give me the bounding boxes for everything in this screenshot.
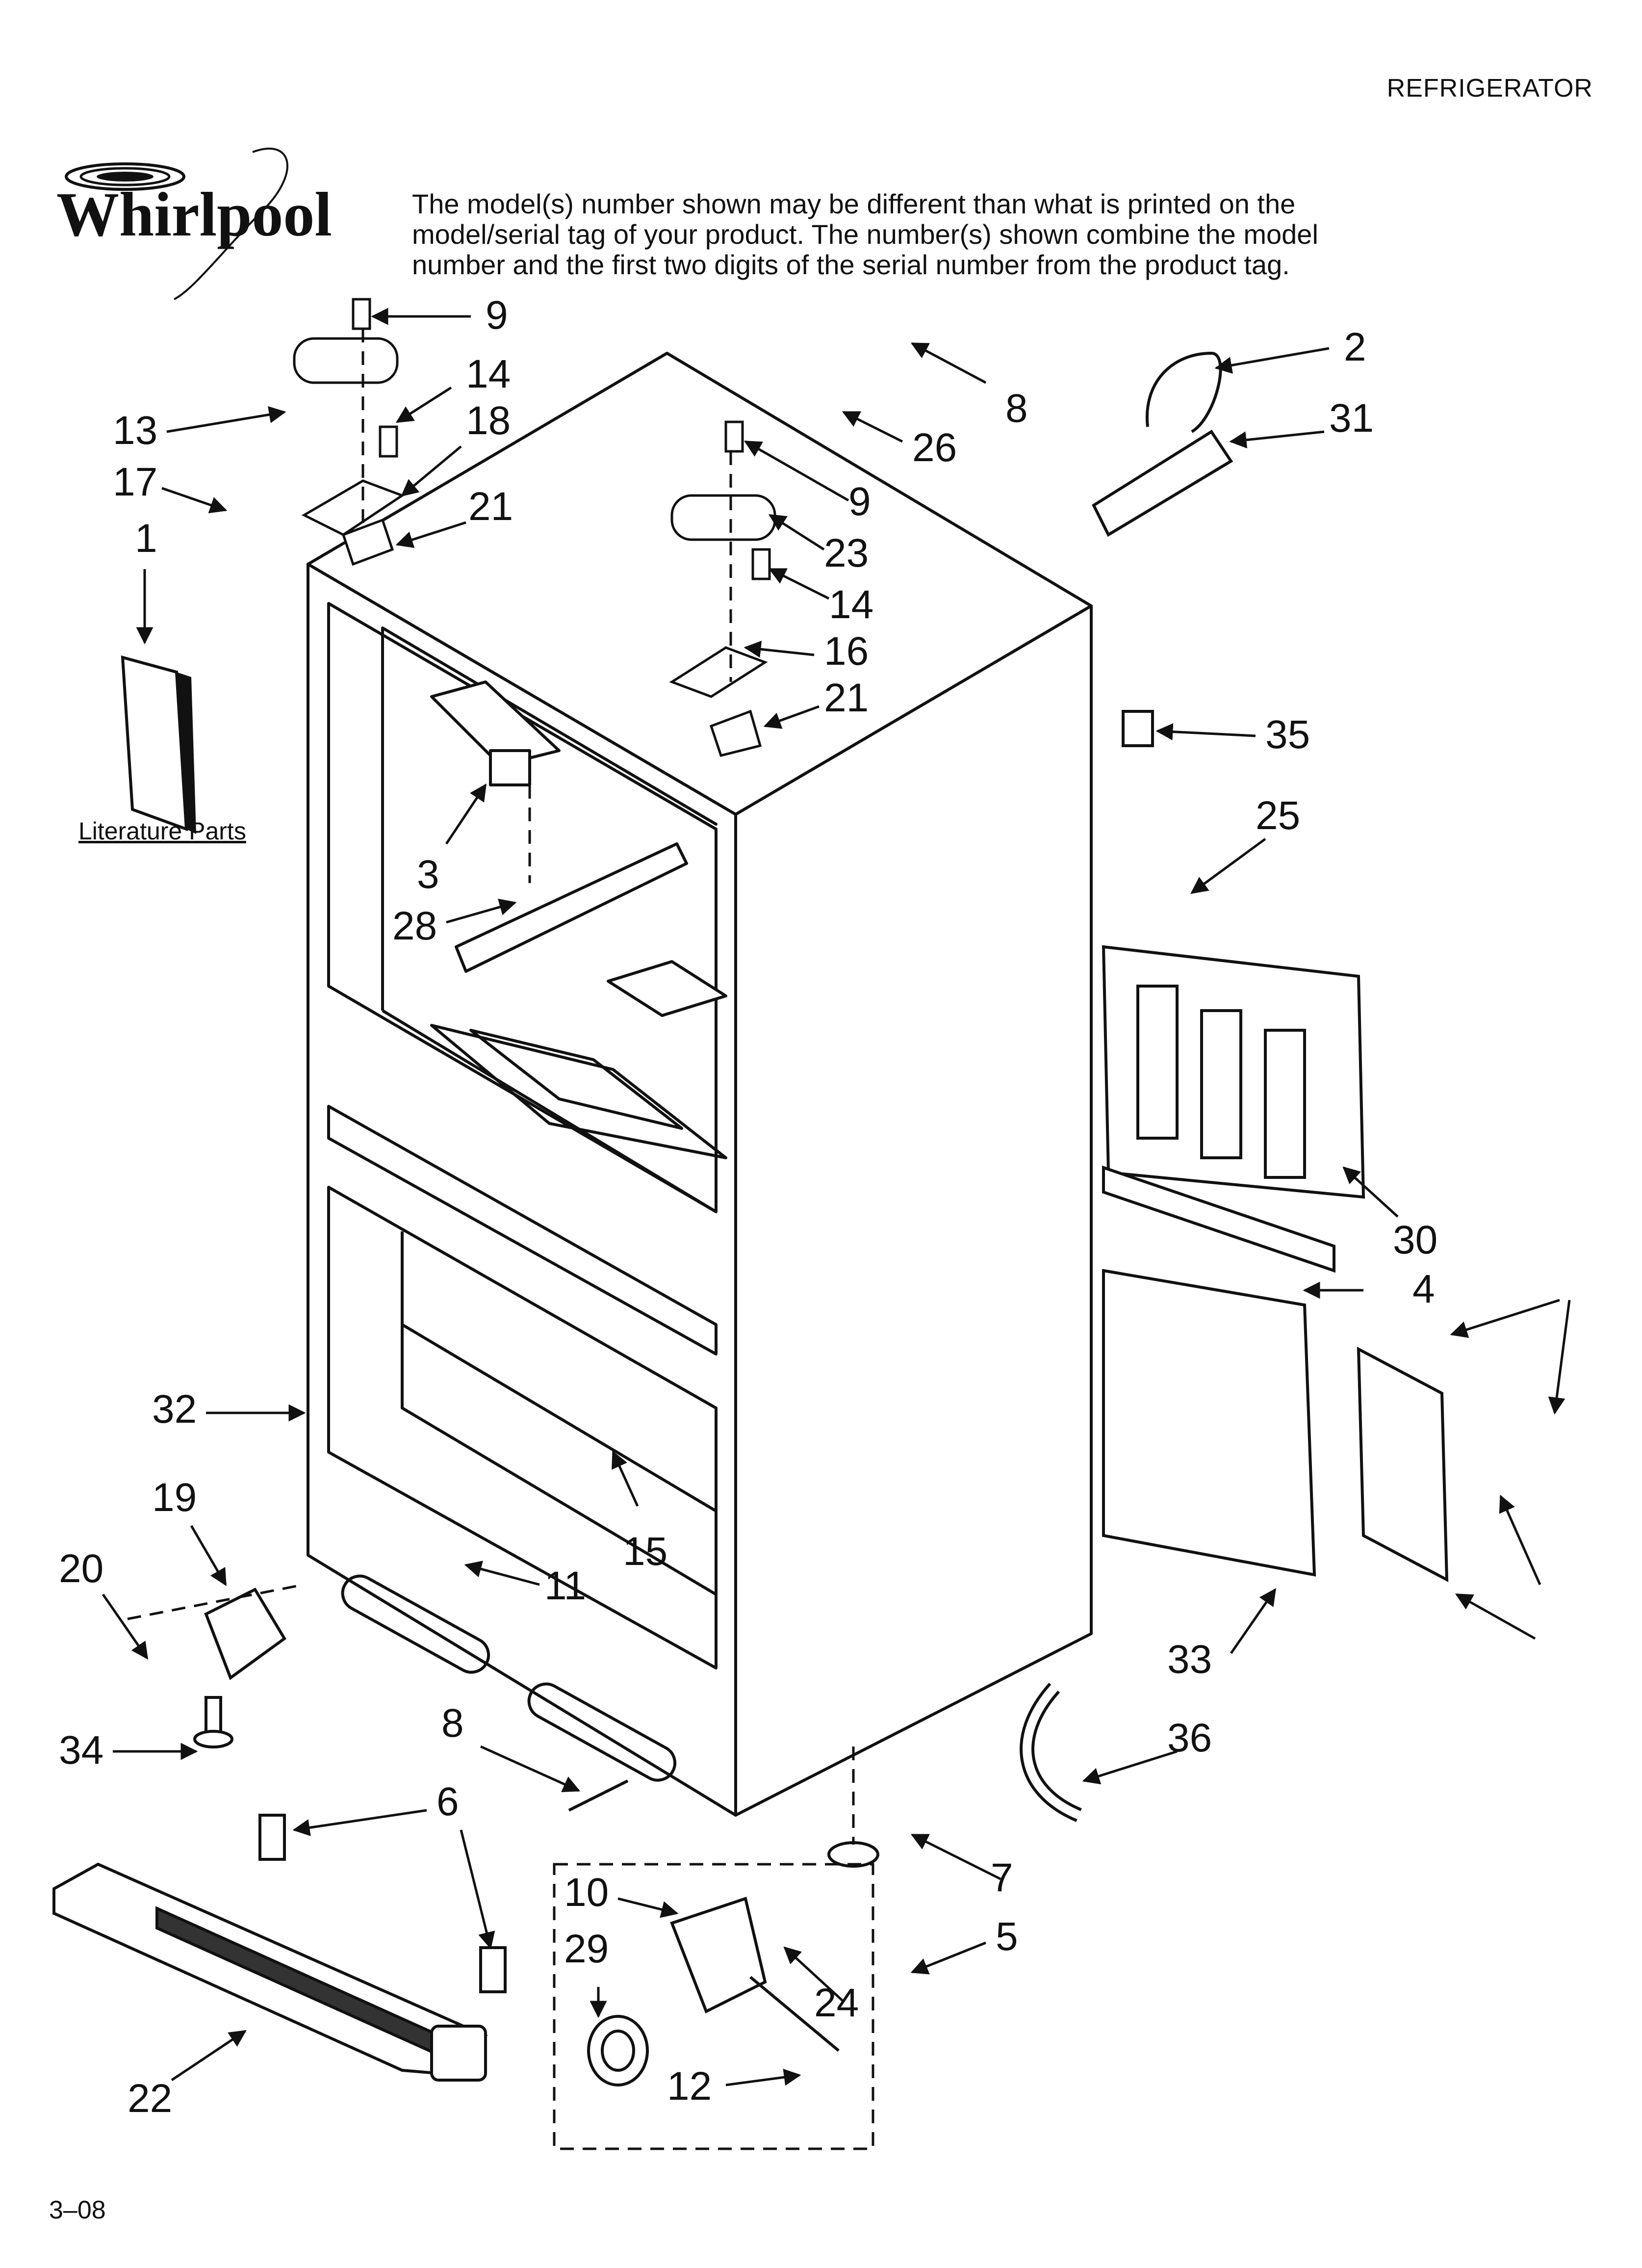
callout-number: 28 — [392, 904, 437, 948]
callout-number: 9 — [848, 479, 871, 524]
brand-wordmark: Whirlpool — [56, 180, 332, 249]
callout-number: 36 — [1167, 1716, 1212, 1760]
callout-number: 5 — [996, 1914, 1018, 1959]
whirlpool-logo: Whirlpool — [56, 147, 332, 300]
callout-number: 1 — [135, 516, 157, 561]
callout-number: 22 — [128, 2076, 172, 2121]
lower-components — [52, 1588, 879, 2086]
callout-number: 14 — [466, 352, 511, 396]
callout-number: 7 — [991, 1855, 1013, 1900]
callout-number: 32 — [152, 1387, 197, 1432]
callout-number: 8 — [441, 1701, 464, 1746]
callout-number: 34 — [59, 1728, 103, 1773]
dashed-guides — [127, 329, 874, 2150]
callout-number: 26 — [912, 425, 957, 470]
callout-number: 17 — [113, 460, 157, 504]
callout-number: 35 — [1265, 712, 1310, 757]
callout-number: 16 — [824, 629, 869, 674]
callout-number: 33 — [1167, 1637, 1212, 1682]
page-category: REFRIGERATOR — [1386, 74, 1593, 103]
callout-number: 2 — [1344, 325, 1366, 369]
callout-number: 15 — [623, 1529, 667, 1574]
callout-number: 21 — [468, 484, 513, 529]
callout-number: 11 — [544, 1564, 586, 1608]
callout-number: 9 — [486, 293, 508, 338]
revision-date: 3–08 — [49, 2196, 106, 2224]
callout-number: 20 — [59, 1546, 103, 1591]
callout-number: 3 — [417, 852, 439, 897]
callout-number: 24 — [814, 1981, 859, 2025]
callout-number: 10 — [564, 1870, 609, 1915]
cabinet-illustration — [307, 352, 1093, 1817]
callout-number: 29 — [564, 1927, 609, 1971]
notice-line: model/serial tag of your product. The nu… — [412, 219, 1318, 250]
rear-components — [1020, 351, 1449, 1822]
callout-number: 4 — [1412, 1267, 1435, 1311]
literature-book — [121, 655, 196, 834]
callout-labels: 9 14 13 18 17 21 1 8 26 9 23 14 16 21 2 … — [59, 293, 1437, 2121]
notice-line: The model(s) number shown may be differe… — [412, 188, 1296, 219]
notice-line: number and the first two digits of the s… — [412, 249, 1290, 280]
model-number-notice: The model(s) number shown may be differe… — [412, 189, 1491, 280]
callout-number: 6 — [436, 1779, 459, 1824]
callout-number: 19 — [152, 1475, 197, 1520]
callout-number: 13 — [113, 408, 157, 453]
callout-number: 30 — [1393, 1218, 1437, 1262]
callout-number: 21 — [824, 676, 869, 720]
callout-number: 23 — [824, 531, 869, 575]
callout-number: 8 — [1005, 386, 1028, 431]
hinge-parts — [293, 298, 776, 757]
callout-number: 12 — [667, 2064, 712, 2109]
callout-number: 25 — [1256, 793, 1300, 838]
callout-number: 31 — [1329, 396, 1374, 441]
callout-number: 18 — [466, 398, 511, 443]
callout-number: 14 — [829, 582, 873, 627]
leader-lines — [102, 308, 1571, 2086]
